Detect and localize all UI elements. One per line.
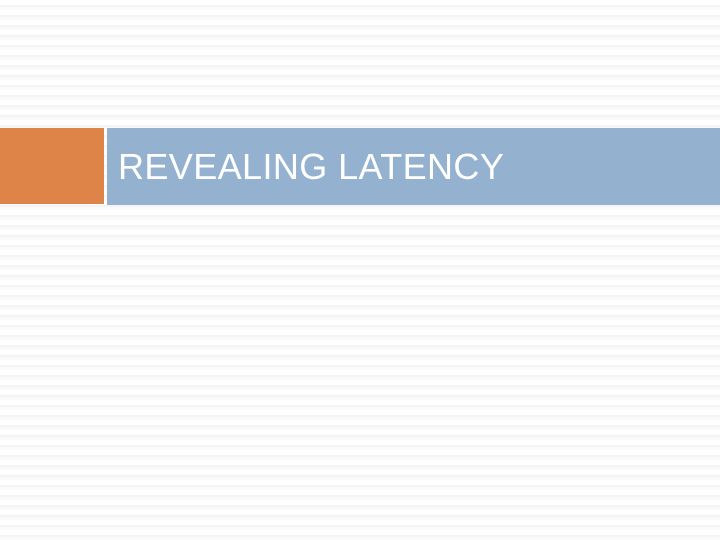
title-bar: REVEALING LATENCY: [107, 128, 720, 205]
page-title: REVEALING LATENCY: [118, 146, 505, 187]
title-accent-block: [0, 128, 104, 204]
slide-content-area: [0, 205, 720, 540]
title-banner: REVEALING LATENCY: [0, 128, 720, 205]
